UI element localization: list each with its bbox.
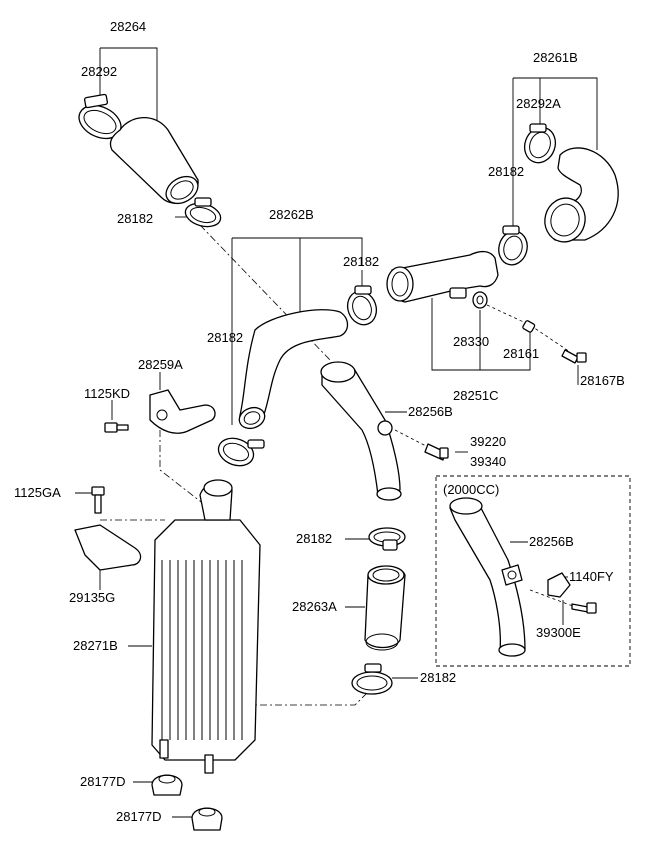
bolt-1140FY[interactable] [571,602,597,614]
label-28259A[interactable]: 28259A [138,357,183,372]
label-28256B-b[interactable]: 28256B [529,534,574,549]
centerline-bolt [486,304,571,353]
bolt-28167B[interactable] [561,349,587,364]
variant-box-title: (2000CC) [443,482,499,497]
centerline-sensor [394,429,431,449]
intake-hose-28264[interactable] [109,117,202,209]
hose-28262B[interactable] [236,309,349,432]
leader-28251C [431,298,531,371]
leader-28264 [99,47,158,125]
label-28251C[interactable]: 28251C [453,388,499,403]
sensor-39220[interactable] [424,443,449,461]
label-1125GA[interactable]: 1125GA [14,485,61,500]
label-28182-b[interactable]: 28182 [343,254,379,269]
label-28182-c[interactable]: 28182 [488,164,524,179]
pipe-28256B-b[interactable] [449,497,526,657]
hose-clamp-28292A[interactable] [520,123,561,167]
hose-clamp-28182-a[interactable] [183,197,223,230]
pipe-28256B-a[interactable] [320,361,402,501]
hose-clamp-28182-d[interactable] [215,434,265,471]
label-39220[interactable]: 39220 [470,434,506,449]
label-28182-d[interactable]: 28182 [207,330,243,345]
centerline-bottom [245,689,371,706]
label-28330[interactable]: 28330 [453,334,489,349]
label-28263A[interactable]: 28263A [292,599,337,614]
bracket-29135G[interactable] [74,524,142,571]
intercooler-28271B[interactable] [151,479,261,774]
pipe-28251C[interactable] [386,250,499,303]
label-28271B[interactable]: 28271B [73,638,118,653]
label-28261B[interactable]: 28261B [533,50,578,65]
bolt-1125GA[interactable] [91,486,105,514]
bolt-1125KD[interactable] [104,422,129,433]
plug-28177D-b[interactable] [191,807,223,831]
label-28262B[interactable]: 28262B [269,207,314,222]
label-1125KD[interactable]: 1125KD [84,386,130,401]
leader-28261B [512,77,598,232]
label-28177D-b[interactable]: 28177D [116,809,162,824]
label-39340[interactable]: 39340 [470,454,506,469]
label-28167B[interactable]: 28167B [580,373,625,388]
hose-28263A[interactable] [364,565,406,651]
label-28256B-a[interactable]: 28256B [408,404,453,419]
hose-clamp-28182-c[interactable] [495,225,531,268]
label-1140FY[interactable]: 1140FY [569,569,614,584]
label-28292[interactable]: 28292 [81,64,117,79]
label-28292A[interactable]: 28292A [516,96,561,111]
hose-clamp-28182-f[interactable] [351,663,393,695]
label-29135G[interactable]: 29135G [69,590,115,605]
label-28177D-a[interactable]: 28177D [80,774,126,789]
collar-28161[interactable] [522,320,536,333]
centerline-intercooler [159,430,206,506]
grommet-28330[interactable] [472,291,488,309]
bracket-28259A[interactable] [149,389,216,434]
label-28182-f[interactable]: 28182 [420,670,456,685]
label-28264[interactable]: 28264 [110,19,146,34]
elbow-hose-28261B[interactable] [540,147,619,246]
leader-28262B [231,237,363,425]
hose-clamp-28292[interactable] [74,93,127,145]
label-28182-a[interactable]: 28182 [117,211,153,226]
variant-box-2000cc [435,475,631,667]
sensor-39300E[interactable] [547,572,571,598]
label-28182-e[interactable]: 28182 [296,531,332,546]
label-39300E[interactable]: 39300E [536,625,581,640]
label-28161[interactable]: 28161 [503,346,539,361]
hose-clamp-28182-e[interactable] [368,527,406,551]
plug-28177D-a[interactable] [151,774,183,796]
hose-clamp-28182-b[interactable] [343,285,381,329]
